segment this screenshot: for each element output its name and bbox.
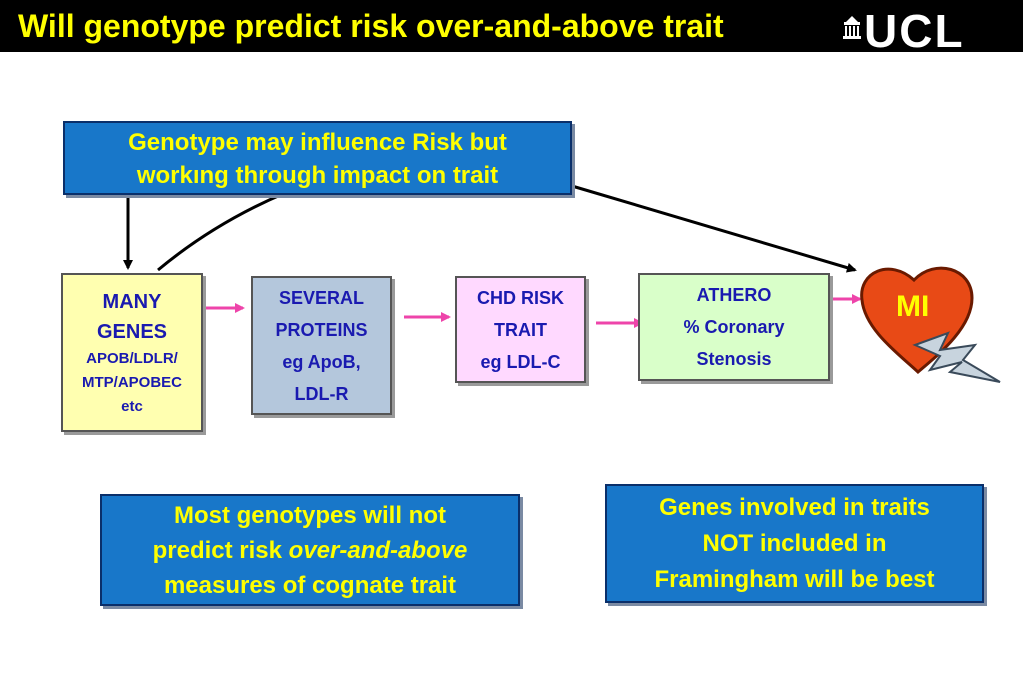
- bottom-left-emphasis: over-and-above: [288, 537, 468, 564]
- arc-genes-to-top: [157, 191, 286, 272]
- many-genes-box: MANY GENES APOB/LDLR/ MTP/APOBEC etc: [61, 273, 203, 432]
- bottom-left-line-3: measures of cognate trait: [163, 572, 457, 599]
- proteins-line-4: LDL-R: [294, 383, 349, 404]
- heart-icon: [860, 266, 974, 375]
- bottom-left-line-2: predict risk over-and-above: [102, 533, 518, 568]
- bottom-right-line-2: NOT included in: [702, 530, 887, 557]
- genes-line-1: MANY: [102, 290, 162, 313]
- bottom-right-line-3: Framingham will be best: [654, 566, 935, 593]
- mi-label: MI: [896, 290, 930, 323]
- genes-line-5: etc: [121, 397, 143, 415]
- top-statement-box: Genotype may influence Risk but workıng …: [63, 121, 572, 195]
- proteins-line-1: SEVERAL: [278, 287, 365, 308]
- ucl-logo: UCL: [842, 8, 992, 54]
- genes-line-4: MTP/APOBEC: [81, 373, 182, 391]
- arrow-top-to-mi: [571, 184, 857, 273]
- slide-title: Will genotype predict risk over-and-abov…: [18, 8, 724, 44]
- athero-line-1: ATHERO: [696, 285, 772, 305]
- portico-icon: [843, 16, 861, 39]
- athero-line-2: % Coronary: [683, 317, 785, 337]
- top-line-2: workıng through impact on trait: [136, 162, 499, 189]
- bottom-left-line-1: Most genotypes will not: [173, 502, 446, 529]
- bottom-left-statement-box: Most genotypes will not predict risk ove…: [100, 494, 520, 606]
- genes-line-2: GENES: [96, 320, 168, 343]
- top-line-1: Genotype may influence Risk but: [128, 129, 507, 156]
- chd-line-1: CHD RISK: [476, 287, 564, 308]
- bottom-right-line-1: Genes involved in traits: [659, 494, 930, 521]
- logo-text: UCL: [864, 5, 965, 57]
- proteins-line-2: PROTEINS: [275, 319, 368, 340]
- chd-line-3: eg LDL-C: [480, 351, 561, 372]
- title-bar: Will genotype predict risk over-and-abov…: [0, 0, 1023, 54]
- bottom-left-line-2a: predict risk: [152, 537, 289, 564]
- athero-line-3: Stenosis: [696, 349, 772, 369]
- chd-line-2: TRAIT: [494, 319, 547, 340]
- genes-line-3: APOB/LDLR/: [86, 349, 178, 367]
- lightning-bolt-icon: [912, 331, 1001, 383]
- athero-box: ATHERO % Coronary Stenosis: [638, 273, 830, 381]
- bottom-right-statement-box: Genes involved in traits NOT included in…: [605, 484, 984, 603]
- chd-risk-box: CHD RISK TRAIT eg LDL-C: [455, 276, 586, 383]
- proteins-box: SEVERAL PROTEINS eg ApoB, LDL-R: [251, 276, 392, 415]
- proteins-line-3: eg ApoB,: [282, 351, 361, 372]
